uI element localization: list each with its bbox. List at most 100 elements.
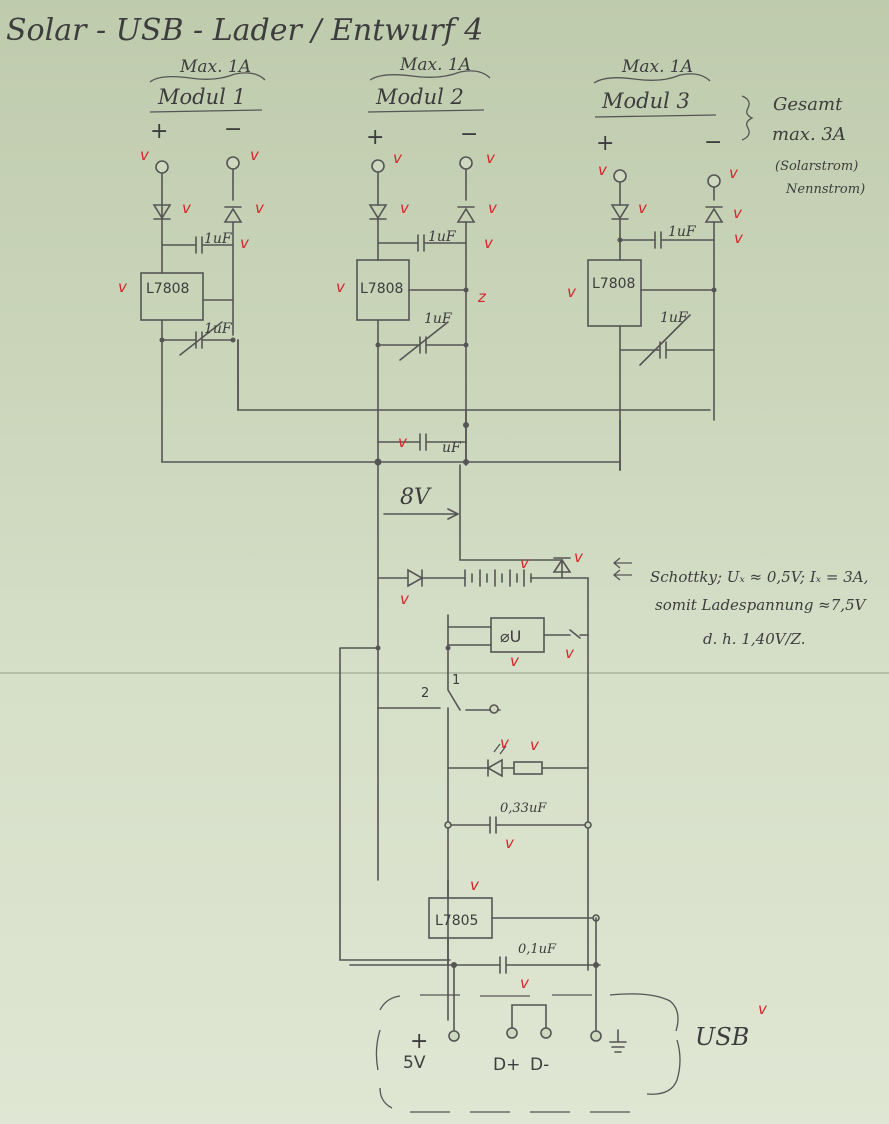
cap-01-label: 0,1uF (518, 942, 557, 957)
total-brace (741, 95, 754, 141)
module-1-underline (149, 109, 263, 113)
module-2-cap-out-label: 1uF (424, 311, 453, 327)
schottky-diode-icon (552, 557, 572, 573)
svg-text:v: v (398, 433, 408, 451)
total-line-4: Nennstrom) (785, 182, 865, 197)
svg-text:v: v (400, 590, 410, 608)
module-1-cap-in-icon (161, 236, 234, 254)
module-2-regulator-label: L7808 (360, 281, 403, 297)
module-1-regulator-label: L7808 (146, 281, 189, 297)
module-1-diode-plus-icon (152, 204, 172, 220)
ground-icon (609, 1029, 627, 1053)
module-2-max: Max. 1A (399, 55, 471, 75)
total-line-3: (Solarstrom) (775, 159, 858, 174)
usb-plus: + (410, 1029, 428, 1054)
module-3-cap-in-label: 1uF (668, 224, 697, 240)
svg-text:v: v (240, 234, 250, 252)
module-1-cap-in-label: 1uF (204, 231, 233, 247)
usb-volt: 5V (403, 1053, 426, 1073)
output-section: v v 0,33uF v L7805 v 0,1uF v (349, 734, 601, 1031)
module-3-regulator-label: L7808 (592, 276, 635, 292)
module-3-max: Max. 1A (621, 57, 693, 77)
module-2-minus-terminal (459, 156, 473, 170)
schottky-line-1: Schottky; Uₓ ≈ 0,5V; Iₓ = 3A, (650, 568, 868, 586)
module-1-regulator (140, 272, 204, 321)
led-icon (447, 758, 515, 778)
voltage-label: 8V (400, 485, 432, 510)
svg-text:v: v (638, 199, 648, 217)
svg-text:v: v (530, 736, 540, 754)
module-2-brace (369, 70, 491, 81)
schottky-line-2: somit Ladespannung ≈7,5V (655, 596, 868, 614)
svg-text:v: v (393, 149, 403, 167)
module-1-cap-out-icon (161, 321, 234, 356)
module-2-cap-in-icon (377, 234, 467, 252)
svg-text:v: v (729, 164, 739, 182)
schottky-line-3: d. h. 1,40V/Z. (703, 630, 806, 648)
battery-icon (464, 569, 532, 587)
svg-text:v: v (734, 229, 744, 247)
module-3-plus-terminal (613, 169, 627, 183)
svg-text:v: v (488, 199, 498, 217)
module-3-plus: + (596, 131, 614, 156)
usb-vcc-pin (448, 1030, 460, 1042)
svg-text:v: v (520, 554, 530, 572)
total-line-1: Gesamt (773, 94, 843, 115)
schottky-note: Schottky; Uₓ ≈ 0,5V; Iₓ = 3A, somit Lade… (612, 557, 868, 648)
voltmeter-switch-icon (447, 626, 589, 646)
module-2-diode-plus-icon (368, 204, 388, 220)
module-1-brace (149, 72, 266, 83)
total-current-note: Gesamt max. 3A (Solarstrom) Nennstrom) (741, 94, 865, 197)
svg-text:v: v (598, 161, 608, 179)
switch-pos-2: 2 (421, 686, 429, 701)
main-cap-label: uF (442, 440, 462, 456)
cap-01-icon (349, 956, 601, 974)
svg-text:v: v (505, 834, 515, 852)
usb-dminus-pin (540, 1027, 552, 1039)
module-1-cap-out-label: 1uF (204, 321, 233, 337)
module-1-plus-terminal (155, 160, 169, 174)
svg-text:v: v (255, 199, 265, 217)
module-3: Max. 1A Modul 3 + − 1uF L7808 1uF v v v … (567, 57, 744, 471)
svg-text:v: v (336, 278, 346, 296)
module-3-regulator (587, 259, 642, 327)
cap-033-label: 0,33uF (500, 801, 547, 816)
usb-dplus-pin (506, 1027, 518, 1039)
svg-text:v: v (565, 644, 575, 662)
total-line-2: max. 3A (772, 124, 846, 145)
svg-text:v: v (510, 652, 520, 670)
usb-connector: + 5V D+ D- USB v (375, 993, 768, 1113)
module-1-max: Max. 1A (179, 57, 251, 77)
main-switch-icon (377, 614, 501, 1021)
svg-text:v: v (470, 876, 480, 894)
module-3-diode-minus-icon (704, 206, 724, 223)
module-3-brace (593, 73, 711, 84)
svg-text:v: v (520, 974, 530, 992)
svg-text:v: v (400, 199, 410, 217)
resistor-icon (513, 761, 543, 775)
voltmeter-icon: ⌀U (500, 627, 521, 646)
module-3-diode-plus-icon (610, 204, 630, 220)
svg-text:v: v (733, 204, 743, 222)
svg-text:v: v (118, 278, 128, 296)
regulator-5v-label: L7805 (435, 913, 478, 929)
combiner-bus: uF v 8V (161, 339, 621, 881)
module-1: Max. 1A Modul 1 + − 1uF L7808 1uF v v v … (118, 57, 711, 461)
svg-text:v: v (574, 548, 584, 566)
module-3-name: Modul 3 (601, 89, 690, 113)
module-2-diode-minus-icon (456, 206, 476, 223)
usb-gnd-pin (590, 1030, 602, 1042)
module-2-plus-terminal (371, 159, 385, 173)
module-1-check: v (140, 146, 150, 164)
module-1-diode-minus-icon (223, 206, 243, 223)
svg-text:v: v (500, 734, 510, 752)
module-1-minus-terminal (226, 156, 240, 170)
svg-text:v: v (486, 149, 496, 167)
svg-text:v: v (250, 146, 260, 164)
module-2-cap-in-label: 1uF (428, 229, 457, 245)
paper-fold-line (0, 672, 889, 674)
module-2-marker: z (477, 288, 487, 306)
module-3-minus-terminal (707, 174, 721, 188)
